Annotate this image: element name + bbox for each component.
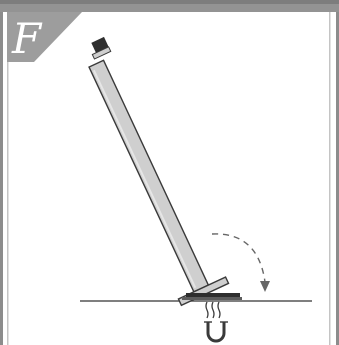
magnet-wave bbox=[217, 301, 221, 319]
base-foot-rim bbox=[182, 297, 242, 300]
right-border bbox=[336, 0, 339, 345]
step-letter: F bbox=[12, 14, 42, 63]
cap-icon bbox=[91, 36, 112, 60]
magnet-icon bbox=[204, 301, 228, 343]
arrow-head-icon bbox=[260, 281, 270, 292]
left-inner-border bbox=[7, 12, 9, 345]
left-border bbox=[0, 0, 3, 345]
post-highlight bbox=[92, 69, 197, 289]
step-letter-tab bbox=[7, 12, 82, 62]
post-tube bbox=[88, 59, 210, 293]
right-inner-border bbox=[329, 12, 331, 345]
curved-arrow-icon bbox=[211, 233, 266, 283]
base-foot bbox=[186, 293, 240, 300]
magnet-wave bbox=[205, 301, 209, 319]
cap-collar bbox=[91, 46, 112, 60]
magnet-wave bbox=[211, 301, 215, 319]
header-edge bbox=[0, 0, 339, 4]
tilted-post bbox=[88, 59, 230, 307]
header-band bbox=[0, 4, 339, 12]
